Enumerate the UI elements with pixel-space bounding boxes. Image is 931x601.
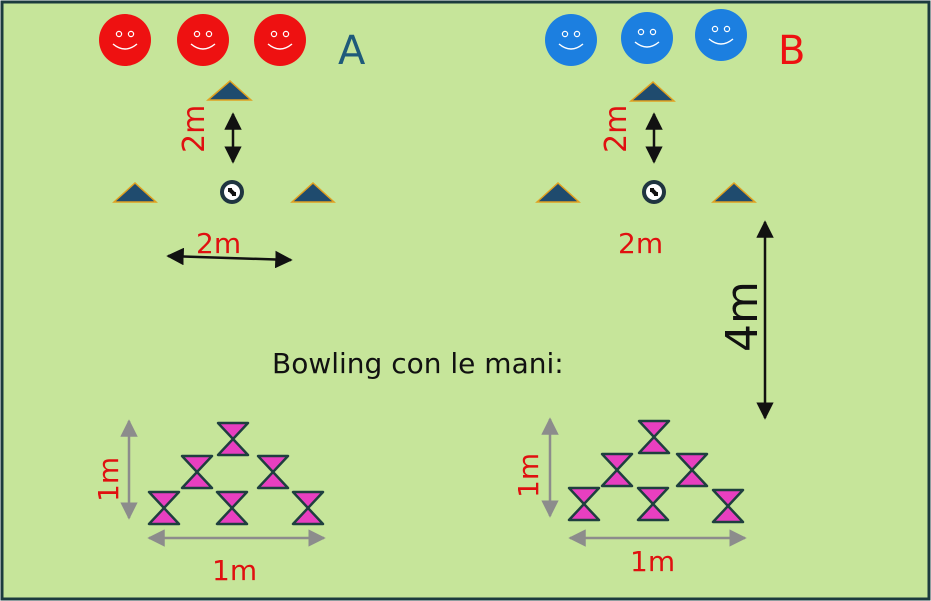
team-a-pins bbox=[147, 421, 325, 526]
bowling-pin-icon bbox=[147, 490, 181, 526]
measure-label-pins-b-height: 1m bbox=[512, 453, 545, 498]
bowling-pin-icon bbox=[180, 454, 214, 490]
smiley-face-icon bbox=[254, 14, 306, 66]
measure-label-pins-a-width: 1m bbox=[212, 554, 257, 587]
bowling-pin-icon bbox=[637, 419, 671, 455]
smiley-face-icon bbox=[99, 14, 151, 66]
bowling-pin-icon bbox=[711, 488, 745, 524]
measure-label-gap: 4m bbox=[717, 281, 768, 352]
measure-label-b-vertical: 2m bbox=[599, 105, 634, 153]
team-b-cones bbox=[535, 80, 757, 203]
team-b-label: B bbox=[778, 28, 805, 74]
measure-label-pins-b-width: 1m bbox=[630, 545, 675, 578]
measure-arrow-a-horizontal bbox=[166, 247, 293, 269]
team-a-cones bbox=[112, 79, 336, 203]
measure-label-b-horizontal: 2m bbox=[618, 227, 663, 260]
cone-icon bbox=[205, 79, 253, 101]
cone-icon bbox=[535, 181, 581, 203]
team-a-players bbox=[99, 14, 306, 66]
bowling-pin-icon bbox=[216, 421, 250, 457]
cone-icon bbox=[711, 181, 757, 203]
measure-label-a-horizontal: 2m bbox=[196, 227, 241, 260]
team-a-label: A bbox=[338, 28, 366, 74]
bowling-pin-icon bbox=[567, 486, 601, 522]
cone-icon bbox=[290, 181, 336, 203]
smiley-face-icon bbox=[695, 9, 747, 61]
bowling-pin-icon bbox=[600, 452, 634, 488]
bowling-pin-icon bbox=[256, 454, 290, 490]
bowling-pin-icon bbox=[291, 490, 325, 526]
bowling-pin-icon bbox=[636, 486, 670, 522]
smiley-face-icon bbox=[177, 14, 229, 66]
measure-label-pins-a-height: 1m bbox=[92, 457, 125, 502]
soccer-ball-icon bbox=[642, 180, 666, 204]
bowling-pin-icon bbox=[215, 490, 249, 526]
diagram-title: Bowling con le mani: bbox=[272, 347, 564, 380]
measure-label-a-vertical: 2m bbox=[177, 105, 212, 153]
bowling-pin-icon bbox=[675, 452, 709, 488]
smiley-face-icon bbox=[621, 12, 673, 64]
cone-icon bbox=[112, 181, 158, 203]
team-b-pins bbox=[567, 419, 745, 524]
cone-icon bbox=[628, 80, 676, 102]
team-b-players bbox=[545, 9, 747, 66]
smiley-face-icon bbox=[545, 14, 597, 66]
soccer-ball-icon bbox=[220, 180, 244, 204]
